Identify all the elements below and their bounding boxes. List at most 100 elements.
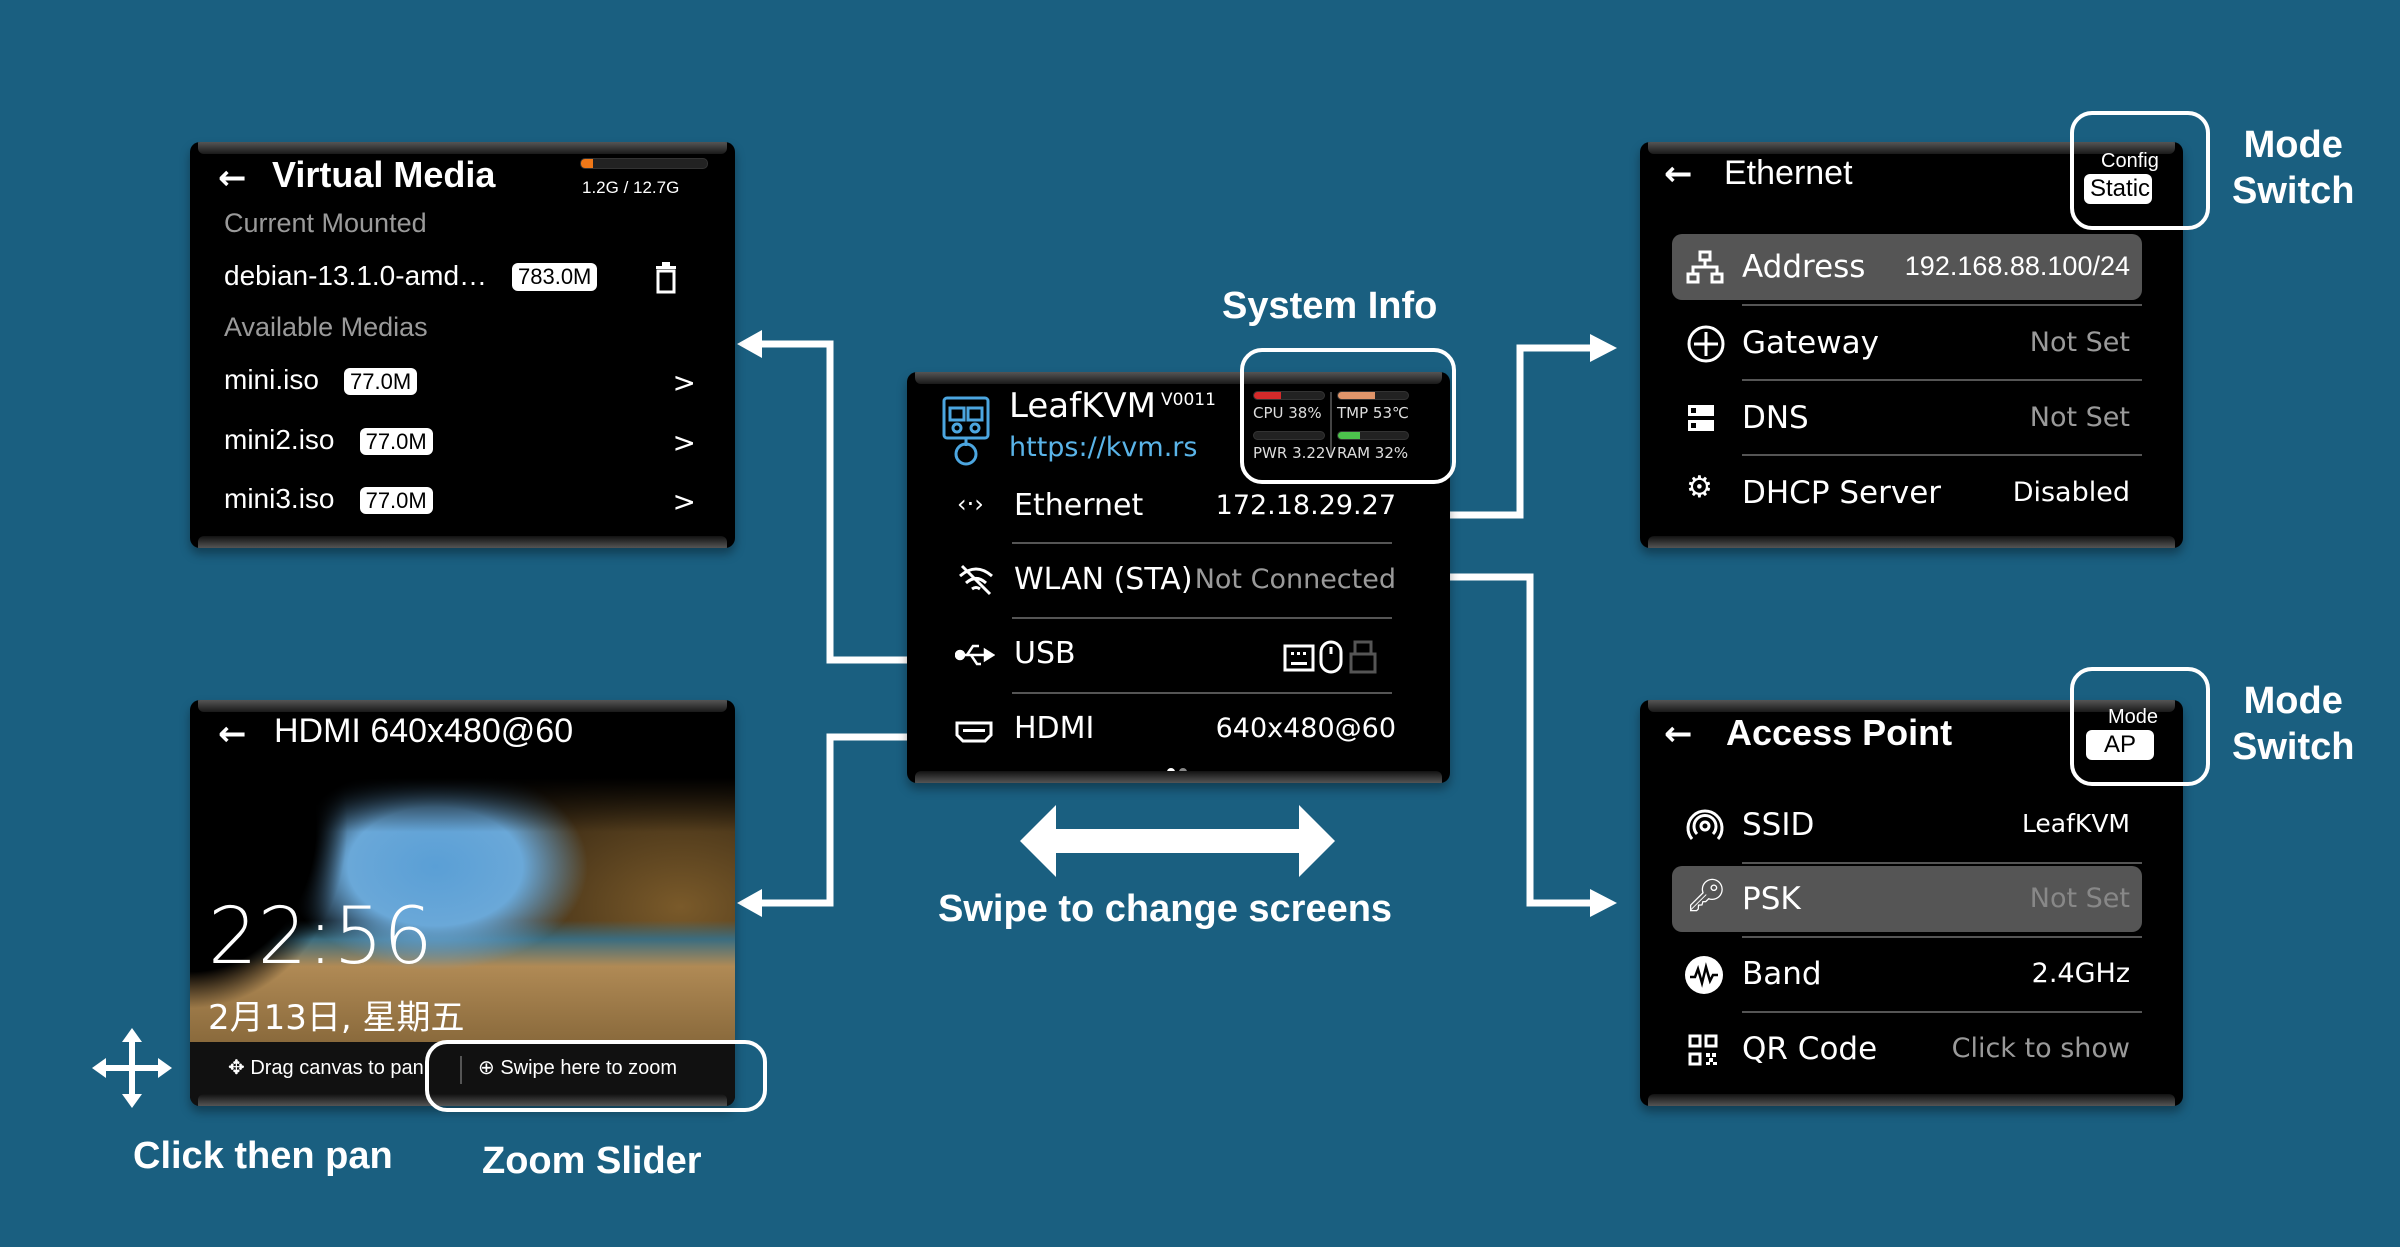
waveform-icon [1685, 956, 1723, 994]
ethernet-row-address[interactable]: Address 192.168.88.100/24 [1672, 234, 2142, 300]
ap-mode-toggle[interactable]: AP [2086, 730, 2154, 760]
ethernet-title: Ethernet [1724, 154, 1853, 192]
ap-row-ssid[interactable]: SSID LeafKVM [1672, 792, 2142, 858]
virtual-media-title: Virtual Media [272, 154, 496, 195]
media-size-badge: 77.0M [359, 487, 433, 514]
page-dot-active [1167, 768, 1175, 776]
media-list-item[interactable]: mini.iso 77.0M > [224, 364, 704, 404]
zoom-in-icon: ⊕ [478, 1057, 495, 1079]
zoom-slider-label: Zoom Slider [482, 1140, 702, 1182]
row-label: SSID [1742, 807, 1815, 843]
row-value: 172.18.29.27 [1215, 490, 1396, 521]
ethernet-row-gateway[interactable]: Gateway Not Set [1672, 310, 2142, 376]
ethernet-icon: ‹·› [957, 490, 984, 518]
virtual-media-panel: ← Virtual Media 1.2G / 12.7G Current Mou… [190, 142, 735, 548]
row-label: Gateway [1742, 325, 1879, 361]
home-row-hdmi[interactable]: HDMI 640x480@60 [907, 705, 1450, 761]
row-separator [1742, 454, 2142, 456]
lockscreen-date: 2月13日, 星期五 [208, 998, 465, 1038]
row-value: 2.4GHz [2031, 958, 2130, 989]
row-value: Not Set [2029, 883, 2130, 914]
back-arrow-icon[interactable]: ← [1664, 714, 1693, 754]
row-label: Ethernet [1014, 488, 1144, 523]
row-highlight [1672, 234, 2142, 300]
hint-divider [460, 1056, 462, 1084]
key-icon: 🔑︎ [1686, 876, 1727, 914]
arrow-usb-to-virtual-media [760, 340, 923, 664]
current-file-size-badge: 783.0M [512, 263, 598, 291]
back-arrow-icon[interactable]: ← [218, 158, 247, 198]
page-indicator[interactable] [1167, 768, 1187, 776]
pan-hint[interactable]: ✥ Drag canvas to pan [228, 1055, 424, 1080]
canvas-top-shade [190, 772, 735, 832]
ram-usage-bar [1337, 431, 1409, 440]
click-then-pan-label: Click then pan [133, 1135, 393, 1177]
row-separator [1742, 862, 2142, 864]
ap-row-band[interactable]: Band 2.4GHz [1672, 941, 2142, 1007]
available-medias-heading: Available Medias [224, 312, 428, 342]
media-name: mini3.iso [224, 483, 335, 514]
zoom-hint-text: Swipe here to zoom [500, 1057, 678, 1079]
firmware-version: V0011 [1161, 390, 1216, 410]
trash-icon[interactable] [654, 262, 678, 294]
row-separator [1012, 692, 1392, 694]
ethernet-row-dhcp[interactable]: ⚙ DHCP Server Disabled [1672, 460, 2142, 526]
keyboard-icon [1283, 644, 1315, 672]
temperature-text: TMP 53℃ [1337, 404, 1409, 422]
media-list-item[interactable]: mini3.iso 77.0M > [224, 483, 704, 523]
row-value: LeafKVM [2021, 809, 2130, 838]
storage-usage-bar [580, 158, 708, 169]
config-mode-toggle[interactable]: Static [2084, 174, 2152, 204]
media-name: mini.iso [224, 364, 319, 395]
current-mounted-heading: Current Mounted [224, 208, 427, 238]
dns-icon [1688, 405, 1714, 431]
system-info-highlight [1240, 348, 1456, 484]
arrow-wlan-to-access-point [1430, 573, 1590, 907]
home-row-ethernet[interactable]: ‹·› Ethernet 172.18.29.27 [907, 482, 1450, 538]
row-label: Band [1742, 956, 1822, 992]
leafkvm-logo-icon [942, 396, 990, 466]
row-label: USB [1014, 636, 1076, 671]
project-url[interactable]: https://kvm.rs [1009, 432, 1198, 463]
hdmi-icon [955, 721, 993, 743]
row-separator [1012, 617, 1392, 619]
swipe-double-arrow-icon [1020, 805, 1335, 877]
media-size-badge: 77.0M [344, 368, 418, 395]
row-value: Not Connected [1194, 564, 1396, 595]
row-label: DNS [1742, 400, 1809, 436]
row-separator [1742, 379, 2142, 381]
temperature-bar [1337, 391, 1409, 400]
app-name: LeafKVM [1009, 386, 1156, 426]
ap-mode-switch-highlight [2070, 667, 2210, 786]
system-info-label: System Info [1222, 285, 1438, 327]
home-row-usb[interactable]: USB [907, 630, 1450, 686]
ethernet-row-dns[interactable]: DNS Not Set [1672, 385, 2142, 451]
storage-usage-text: 1.2G / 12.7G [582, 178, 680, 197]
row-label: DHCP Server [1742, 475, 1942, 511]
chevron-right-icon: > [672, 426, 696, 459]
row-separator [1742, 936, 2142, 938]
media-list-item[interactable]: mini2.iso 77.0M > [224, 424, 704, 464]
home-row-wlan[interactable]: WLAN (STA) Not Connected [907, 556, 1450, 612]
row-value: Not Set [2029, 327, 2130, 358]
access-point-title: Access Point [1726, 712, 1953, 753]
ap-row-qr-code[interactable]: QR Code Click to show [1672, 1016, 2142, 1082]
zoom-slider-highlight [425, 1040, 767, 1112]
hdmi-view-panel: ← HDMI 640x480@60 22:56 2月13日, 星期五 ✥ Dra… [190, 700, 735, 1106]
row-highlight [1672, 866, 2142, 932]
row-value: 192.168.88.100/24 [1904, 251, 2130, 281]
page-dot [1179, 768, 1187, 776]
move-icon: ✥ [228, 1057, 245, 1079]
media-size-badge: 77.0M [359, 428, 433, 455]
row-separator [1742, 1011, 2142, 1013]
ap-row-psk[interactable]: 🔑︎ PSK Not Set [1672, 866, 2142, 932]
zoom-slider[interactable]: ⊕ Swipe here to zoom [478, 1055, 677, 1080]
back-arrow-icon[interactable]: ← [1664, 154, 1693, 194]
chevron-right-icon: > [672, 485, 696, 518]
row-value: Not Set [2029, 402, 2130, 433]
back-arrow-icon[interactable]: ← [218, 714, 247, 754]
row-label: Address [1742, 249, 1866, 285]
row-value: Click to show [1951, 1033, 2130, 1064]
current-mounted-file: debian-13.1.0-amd… [224, 260, 488, 291]
